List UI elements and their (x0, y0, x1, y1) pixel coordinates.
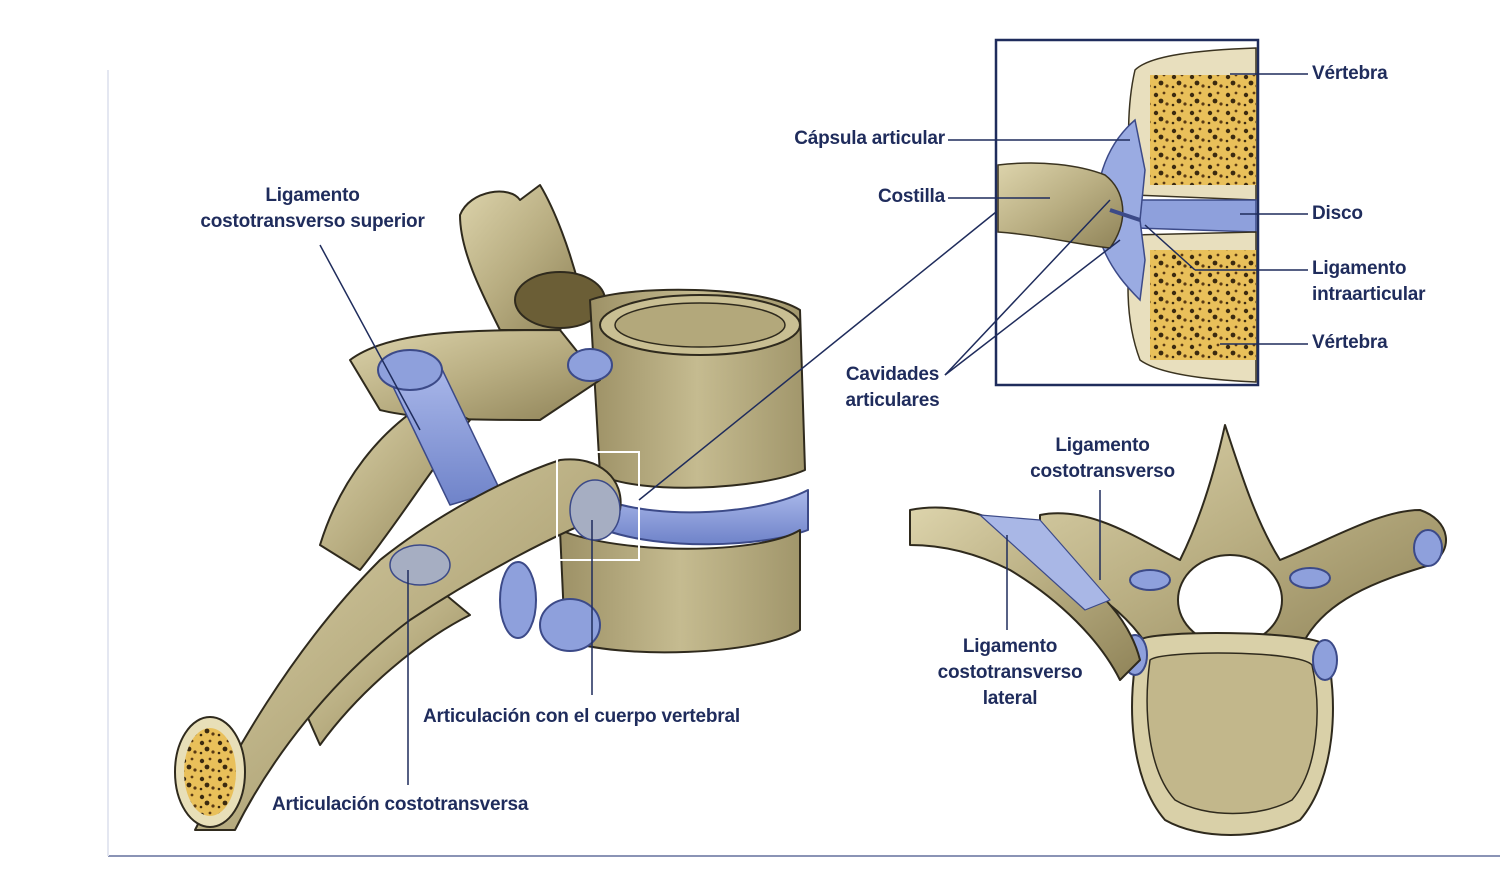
label-lig-costotransverso-line2: costotransverso (1030, 461, 1175, 482)
label-cavidades-articulares-line2: articulares (845, 390, 940, 411)
label-articulacion-cuerpo-vertebral: Articulación con el cuerpo vertebral (423, 706, 740, 727)
label-lig-costotransverso-superior-line1: Ligamento (265, 185, 360, 206)
label-vertebra-inferior: Vértebra (1312, 332, 1388, 353)
label-lig-costotransverso-line1: Ligamento (1055, 435, 1150, 456)
label-ligamento-intraarticular: Ligamento intraarticular (1312, 256, 1426, 308)
lateral-vertebra-illustration (174, 184, 809, 831)
detail-highlight-box (556, 451, 640, 561)
leader-lig-costotransverso-superior (319, 244, 421, 431)
label-lig-costotransverso: Ligamento costotransverso (1015, 433, 1190, 485)
label-lig-costotransverso-lateral-line3: lateral (982, 688, 1038, 709)
zoom-line-upper (638, 211, 997, 501)
leader-cavidades-1 (944, 199, 1111, 376)
label-costilla: Costilla (877, 186, 945, 207)
label-lig-costotransverso-lateral: Ligamento costotransverso lateral (920, 634, 1100, 712)
label-ligamento-intraarticular-line1: Ligamento (1312, 258, 1407, 279)
label-lig-costotransverso-superior: Ligamento costotransverso superior (180, 183, 445, 235)
label-vertebra-superior: Vértebra (1312, 63, 1388, 84)
label-cavidades-articulares-line1: Cavidades (845, 364, 940, 385)
label-articulacion-costotransversa: Articulación costotransversa (272, 794, 529, 815)
label-lig-costotransverso-superior-line2: costotransverso superior (200, 211, 425, 232)
label-ligamento-intraarticular-line2: intraarticular (1312, 284, 1426, 305)
label-capsula-articular: Cápsula articular (794, 128, 945, 149)
leader-ligamento-intraarticular (1144, 224, 1196, 271)
superior-vertebra-illustration (909, 424, 1447, 836)
label-cavidades-articulares: Cavidades articulares (830, 362, 955, 414)
leader-cavidades-2 (944, 239, 1121, 376)
label-lig-costotransverso-lateral-line1: Ligamento (962, 636, 1058, 657)
joint-detail-inset (994, 38, 1260, 387)
leader-lines (319, 73, 1308, 785)
label-disco: Disco (1312, 203, 1363, 224)
label-lig-costotransverso-lateral-line2: costotransverso (937, 662, 1083, 683)
